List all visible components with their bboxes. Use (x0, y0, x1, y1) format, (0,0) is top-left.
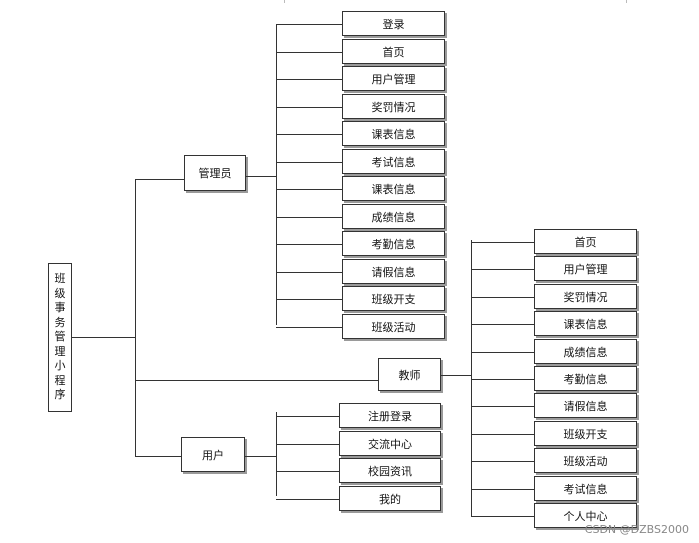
root-node-char: 级 (54, 286, 66, 300)
branch-line (276, 107, 342, 108)
root-node-char: 事 (54, 301, 66, 315)
leaf-node-teacher: 考勤信息 (534, 366, 637, 391)
branch-line (276, 24, 342, 25)
leaf-node-teacher: 成绩信息 (534, 339, 637, 364)
branch-line (276, 299, 342, 300)
root-node-char: 程 (54, 373, 66, 387)
leaf-node-admin: 奖罚情况 (342, 94, 445, 119)
root-node-char: 理 (54, 344, 66, 358)
leaf-node-teacher: 考试信息 (534, 476, 637, 501)
leaf-node-admin: 成绩信息 (342, 204, 445, 229)
branch-line (471, 242, 534, 243)
branch-line (276, 444, 339, 445)
leaf-node-admin: 用户管理 (342, 66, 445, 91)
root-node: 班级事务管理小程序 (48, 263, 72, 412)
connector-line (135, 179, 184, 180)
leaf-node-teacher: 奖罚情况 (534, 284, 637, 309)
connector-line (135, 179, 136, 457)
connector-line (72, 337, 135, 338)
leaf-node-admin: 请假信息 (342, 259, 445, 284)
leaf-node-teacher: 个人中心 (534, 503, 637, 528)
branch-line (276, 52, 342, 53)
branch-line (471, 516, 534, 517)
connector-line (276, 24, 277, 325)
connector-line (135, 456, 181, 457)
connector-line (135, 380, 378, 381)
branch-line (276, 189, 342, 190)
branch-line (471, 269, 534, 270)
leaf-node-teacher: 用户管理 (534, 256, 637, 281)
leaf-node-user: 注册登录 (339, 403, 441, 428)
branch-line (276, 79, 342, 80)
branch-line (276, 217, 342, 218)
role-node-teacher: 教师 (378, 358, 441, 391)
watermark: CSDN @DZBS2000 (584, 523, 689, 536)
leaf-node-teacher: 班级开支 (534, 421, 637, 446)
leaf-node-admin: 考试信息 (342, 149, 445, 174)
branch-line (276, 416, 339, 417)
connector-line (276, 412, 277, 496)
branch-line (276, 162, 342, 163)
top-mark (284, 0, 285, 3)
branch-line (471, 461, 534, 462)
leaf-node-admin: 班级活动 (342, 314, 445, 339)
branch-line (276, 134, 342, 135)
leaf-node-admin: 课表信息 (342, 176, 445, 201)
branch-line (276, 244, 342, 245)
leaf-node-user: 交流中心 (339, 431, 441, 456)
branch-line (471, 324, 534, 325)
branch-line (471, 489, 534, 490)
root-node-char: 管 (54, 330, 66, 344)
root-node-char: 班 (54, 272, 66, 286)
branch-line (471, 352, 534, 353)
connector-line (246, 176, 276, 177)
role-node-admin: 管理员 (184, 155, 246, 191)
connector-line (471, 240, 472, 516)
branch-line (471, 406, 534, 407)
leaf-node-teacher: 请假信息 (534, 393, 637, 418)
top-mark (626, 0, 627, 3)
branch-line (276, 327, 342, 328)
branch-line (471, 434, 534, 435)
leaf-node-teacher: 班级活动 (534, 448, 637, 473)
leaf-node-teacher: 首页 (534, 229, 637, 254)
branch-line (471, 379, 534, 380)
leaf-node-admin: 登录 (342, 11, 445, 36)
leaf-node-admin: 班级开支 (342, 286, 445, 311)
leaf-node-teacher: 课表信息 (534, 311, 637, 336)
leaf-node-user: 我的 (339, 486, 441, 511)
root-node-char: 务 (54, 315, 66, 329)
branch-line (276, 499, 339, 500)
branch-line (276, 272, 342, 273)
connector-line (245, 456, 276, 457)
root-node-char: 序 (54, 388, 66, 402)
leaf-node-admin: 首页 (342, 39, 445, 64)
branch-line (471, 297, 534, 298)
leaf-node-user: 校园资讯 (339, 458, 441, 483)
connector-line (441, 375, 471, 376)
role-node-user: 用户 (181, 437, 245, 472)
leaf-node-admin: 考勤信息 (342, 231, 445, 256)
branch-line (276, 471, 339, 472)
leaf-node-admin: 课表信息 (342, 121, 445, 146)
root-node-char: 小 (54, 359, 66, 373)
